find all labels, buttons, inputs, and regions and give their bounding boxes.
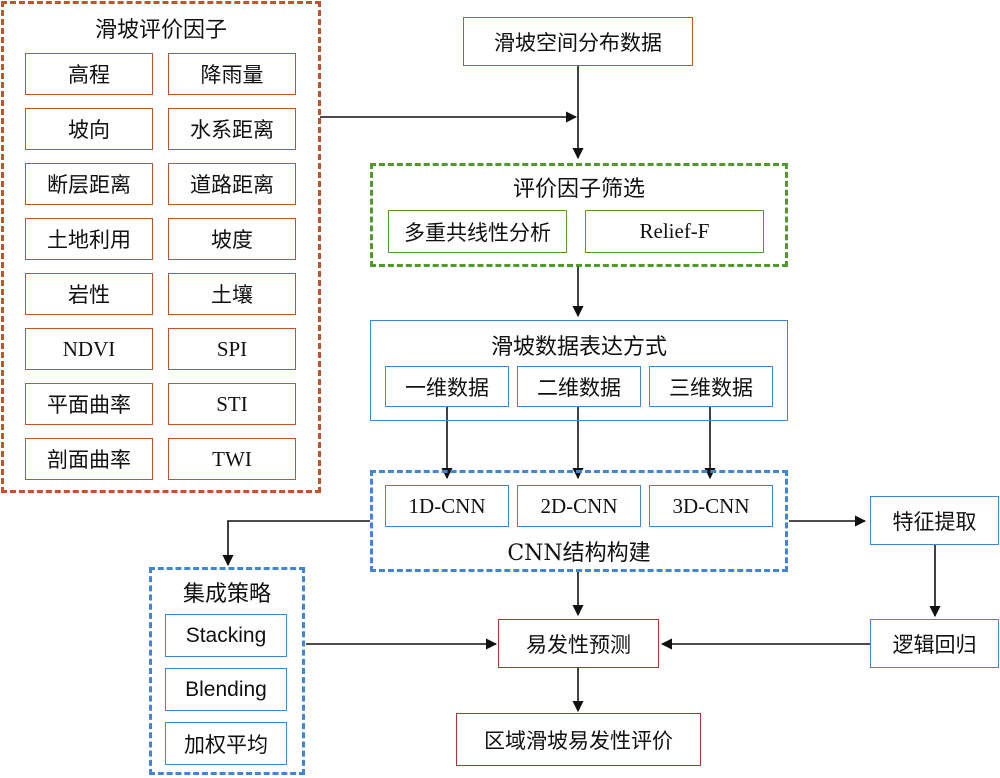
ensemble-strategy-group — [149, 567, 305, 775]
screening-method-box: Relief-F — [585, 210, 764, 253]
factor-screening-title: 评价因子筛选 — [512, 177, 645, 202]
factor-box: 坡向 — [25, 108, 153, 150]
factor-box: 剖面曲率 — [25, 438, 153, 480]
feature-extraction-box: 特征提取 — [870, 496, 999, 545]
ensemble-method-box: Blending — [165, 668, 287, 711]
factor-box: STI — [168, 383, 296, 425]
factor-box: TWI — [168, 438, 296, 480]
ensemble-method-box: Stacking — [165, 614, 287, 657]
factor-box: 高程 — [25, 53, 153, 95]
factor-box: 水系距离 — [168, 108, 296, 150]
factor-box: 道路距离 — [168, 163, 296, 205]
representation-type-box: 二维数据 — [517, 366, 641, 407]
representation-group — [370, 320, 788, 421]
factor-box: NDVI — [25, 328, 153, 370]
logistic-regression-box: 逻辑回归 — [870, 619, 999, 668]
factor-box: 降雨量 — [168, 53, 296, 95]
ensemble-method-box: 加权平均 — [165, 722, 287, 765]
representation-type-box: 三维数据 — [649, 366, 773, 407]
susceptibility-prediction-box: 易发性预测 — [498, 619, 659, 668]
arrow-cnn-to-ensemble — [222, 520, 370, 567]
cnn-construction-title: CNN结构构建 — [507, 541, 651, 566]
regional-evaluation-box: 区域滑坡易发性评价 — [456, 713, 701, 766]
representation-title: 滑坡数据表达方式 — [490, 335, 667, 360]
factor-box: 平面曲率 — [25, 383, 153, 425]
factor-box: 土地利用 — [25, 218, 153, 260]
factor-box: 断层距离 — [25, 163, 153, 205]
screening-method-box: 多重共线性分析 — [388, 210, 567, 253]
representation-type-box: 一维数据 — [385, 366, 509, 407]
cnn-model-box: 3D-CNN — [649, 485, 773, 527]
cnn-model-box: 1D-CNN — [385, 485, 509, 527]
evaluation-factors-group — [1, 1, 321, 493]
ensemble-strategy-title: 集成策略 — [182, 582, 271, 607]
factor-box: 坡度 — [168, 218, 296, 260]
evaluation-factors-title: 滑坡评价因子 — [94, 18, 227, 43]
spatial-data-box: 滑坡空间分布数据 — [463, 17, 693, 66]
factor-box: 土壤 — [168, 273, 296, 315]
factor-box: SPI — [168, 328, 296, 370]
cnn-model-box: 2D-CNN — [517, 485, 641, 527]
cnn-construction-group — [370, 470, 788, 572]
factor-screening-group — [370, 163, 788, 267]
factor-box: 岩性 — [25, 273, 153, 315]
